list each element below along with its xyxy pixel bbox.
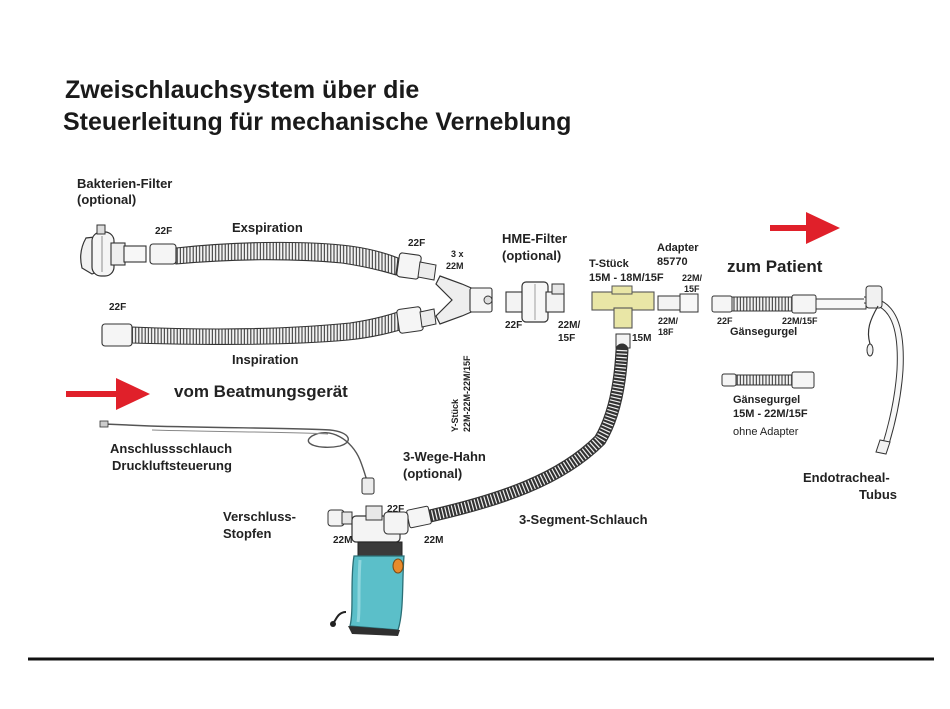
size-adapter-bottom-1: 22M/ — [658, 316, 679, 326]
label-adapter-number: 85770 — [657, 256, 688, 268]
size-exsp-right: 22F — [408, 238, 426, 249]
size-adapter-top-1: 22M/ — [682, 273, 703, 283]
label-3-wege-hahn-optional: (optional) — [403, 466, 463, 481]
size-hme-right-2: 15F — [558, 333, 576, 344]
hme-filter — [505, 281, 565, 323]
size-valve-top: 22F — [387, 504, 405, 515]
title-line-2: Steuerleitung für mechanische Verneblung — [63, 108, 572, 136]
label-zum-patient: zum Patient — [727, 257, 823, 276]
label-vom-beatmungsgeraet: vom Beatmungsgerät — [174, 382, 348, 401]
size-adapter-top-2: 15F — [684, 284, 700, 294]
size-t-bottom: 15M — [632, 333, 652, 344]
label-t-stueck: T-Stück — [589, 258, 629, 270]
label-stopfen: Stopfen — [223, 526, 272, 541]
label-3-wege-hahn: 3-Wege-Hahn — [403, 449, 486, 464]
goose-neck-connected — [711, 294, 867, 314]
size-exsp-left: 22F — [155, 226, 173, 237]
label-y-count: 3 x — [451, 249, 464, 259]
label-endotracheal: Endotracheal- — [803, 470, 890, 485]
arrow-zum-patient — [770, 212, 840, 244]
label-druckluftsteuerung: Druckluftsteuerung — [112, 458, 232, 473]
size-hme-left: 22F — [505, 320, 523, 331]
inspiration-tube — [101, 306, 437, 347]
endotracheal-tube — [863, 285, 904, 455]
label-hme-filter-optional: (optional) — [502, 248, 562, 263]
size-adapter-bottom-2: 18F — [658, 327, 674, 337]
label-verschluss: Verschluss- — [223, 509, 296, 524]
anschluss-line — [99, 420, 375, 495]
label-tubus: Tubus — [859, 487, 898, 502]
y-piece — [435, 275, 493, 325]
label-y-stueck: Y-Stück — [450, 398, 460, 432]
three-segment-tube — [406, 343, 629, 529]
label-exspiration: Exspiration — [232, 220, 303, 235]
label-y-count-size: 22M — [446, 261, 464, 271]
label-ohne-adapter: ohne Adapter — [733, 426, 799, 438]
label-adapter: Adapter — [657, 242, 699, 254]
label-anschlussschlauch: Anschlussschlauch — [110, 441, 233, 456]
adapter — [657, 293, 699, 313]
verschluss-stopfen — [327, 509, 353, 527]
label-3-segment-schlauch: 3-Segment-Schlauch — [519, 512, 648, 527]
size-goose-right: 22M/15F — [782, 316, 818, 326]
label-bakterien-filter: Bakterien-Filter — [77, 176, 173, 191]
label-inspiration: Inspiration — [232, 352, 299, 367]
label-t-stueck-spec: 15M - 18M/15F — [589, 272, 664, 284]
size-insp-left: 22F — [109, 302, 127, 313]
label-gaensegurgel: Gänsegurgel — [730, 326, 798, 338]
label-y-stueck-spec: 22M-22M-22M/15F — [462, 355, 472, 432]
size-valve-left: 22M — [333, 535, 353, 546]
size-hme-right-1: 22M/ — [558, 320, 581, 331]
goose-neck-separate — [721, 371, 815, 389]
arrow-vom-beatmungsgeraet — [66, 378, 150, 410]
title-line-1: Zweischlauchsystem über die — [65, 76, 420, 104]
label-hme-filter: HME-Filter — [502, 231, 567, 246]
size-goose-left: 22F — [717, 316, 733, 326]
size-valve-right: 22M — [424, 535, 444, 546]
exspiration-tube — [149, 241, 437, 281]
nebulizer-chamber — [330, 505, 409, 636]
label-gaensegurgel-2-spec: 15M - 22M/15F — [733, 408, 808, 420]
label-gaensegurgel-2: Gänsegurgel — [733, 394, 801, 406]
label-bakterien-filter-optional: (optional) — [77, 192, 137, 207]
bacteria-filter — [80, 224, 147, 277]
